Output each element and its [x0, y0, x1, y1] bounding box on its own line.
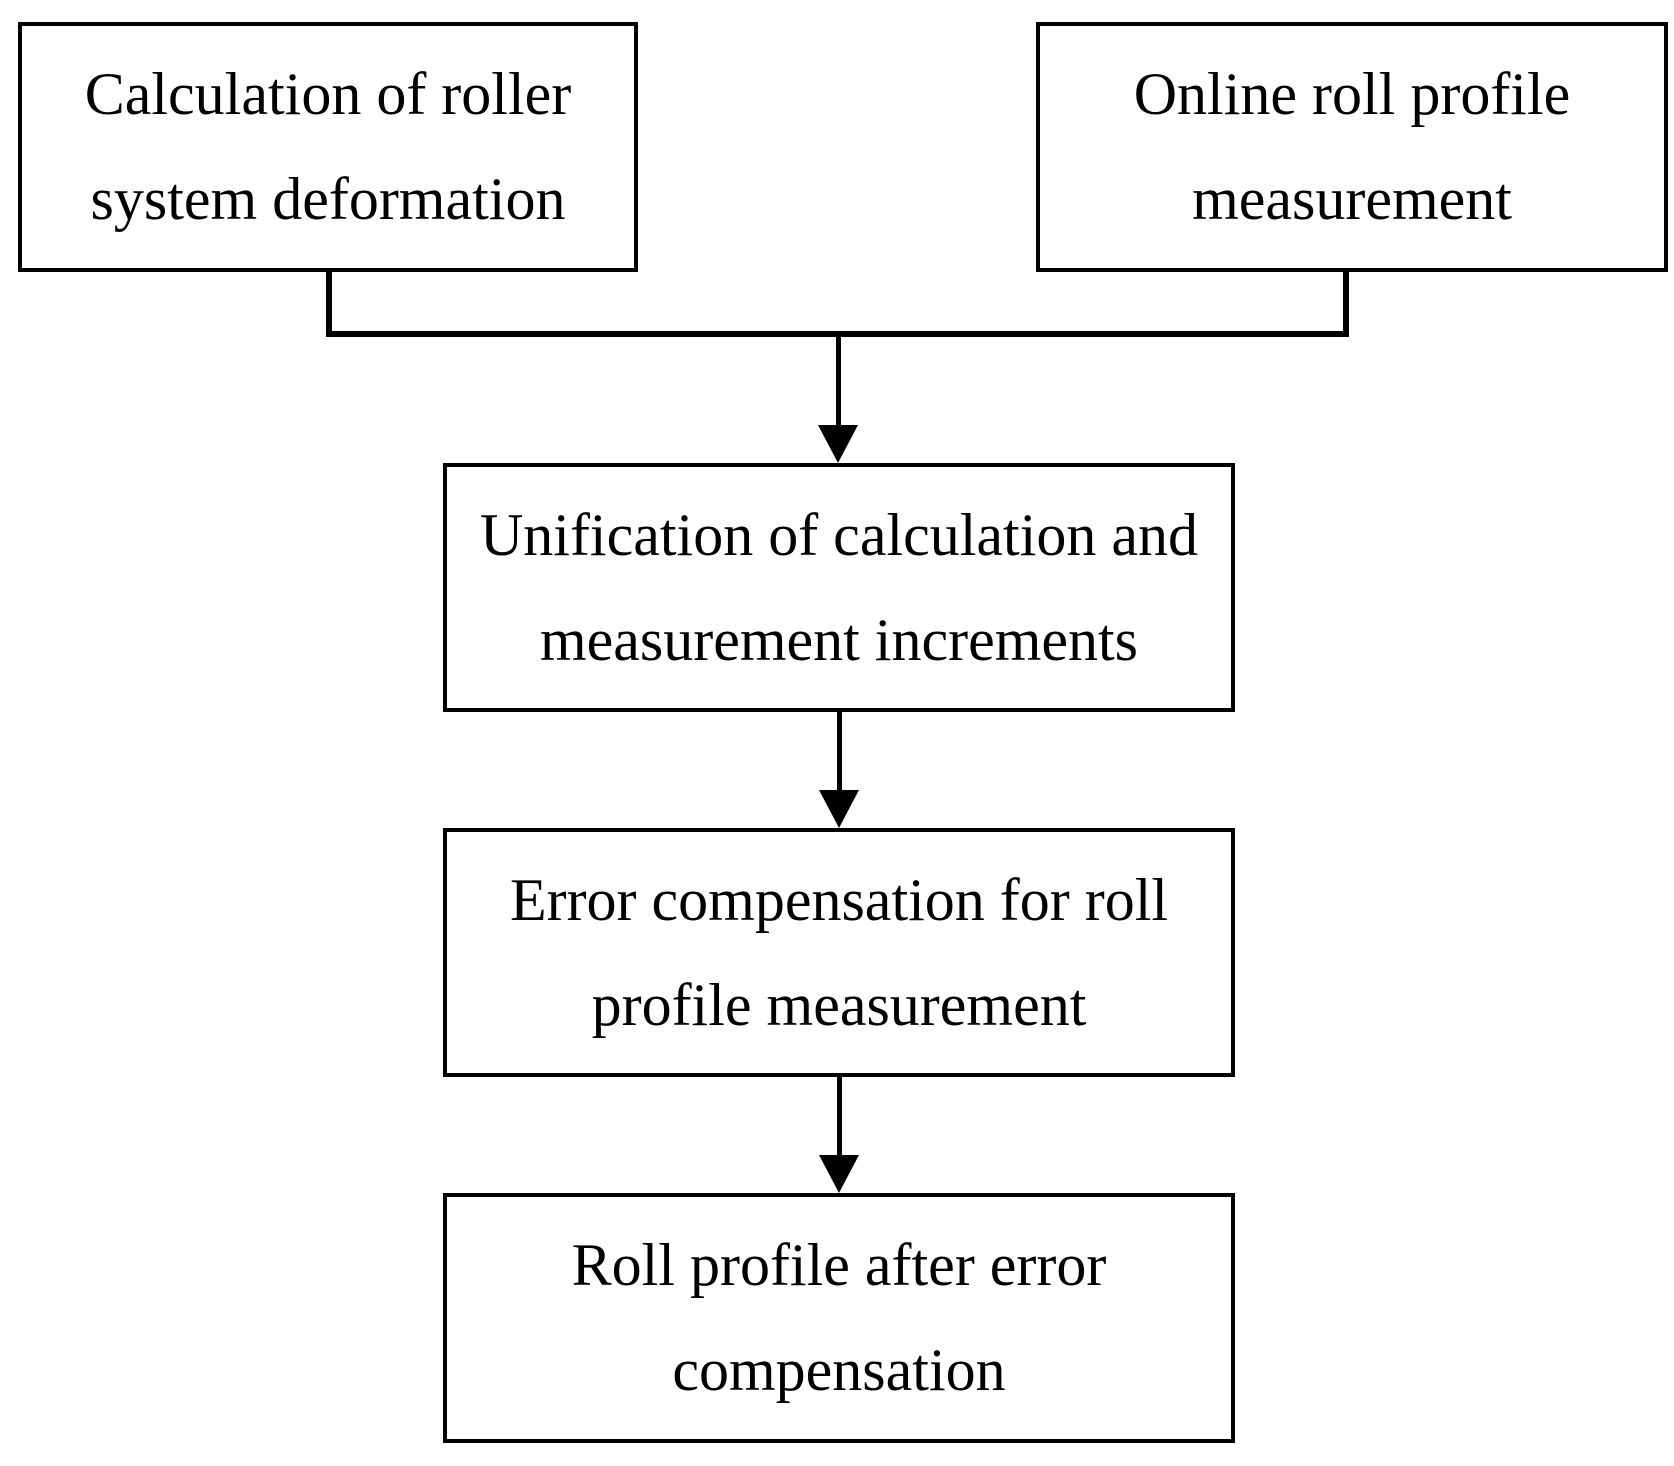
connector-left-stub — [326, 270, 332, 334]
box-text-line2: compensation — [672, 1337, 1006, 1403]
box-text-line1: Error compensation for roll — [509, 866, 1169, 933]
box-text-line2: measurement increments — [539, 606, 1139, 673]
connector-arrow-stem — [837, 1077, 842, 1160]
box-text-line1: Roll profile after error — [571, 1232, 1107, 1298]
box-text-line2: profile measurement — [591, 971, 1087, 1038]
box-roller-system-deformation-calculation: Calculation of roller system deformation — [18, 22, 638, 272]
connector-merge-line — [326, 331, 1349, 337]
box-online-roll-profile-measurement: Online roll profile measurement — [1036, 22, 1668, 272]
box-roll-profile-after-compensation: Roll profile after error compensation — [443, 1193, 1235, 1443]
arrow-down-icon — [819, 790, 859, 828]
arrow-down-icon — [818, 425, 858, 463]
connector-arrow-stem — [836, 335, 841, 430]
box-error-compensation: Error compensation for roll profile meas… — [443, 828, 1235, 1077]
box-text-line2: system deformation — [90, 166, 566, 232]
arrow-down-icon — [819, 1155, 859, 1193]
box-text-line2: measurement — [1192, 166, 1512, 232]
connector-right-stub — [1343, 270, 1349, 334]
box-unification-of-increments: Unification of calculation and measureme… — [443, 463, 1235, 712]
box-text-line1: Calculation of roller — [84, 61, 572, 127]
box-text-line1: Unification of calculation and — [479, 501, 1199, 568]
box-text-line1: Online roll profile — [1133, 61, 1571, 127]
connector-arrow-stem — [837, 712, 842, 795]
